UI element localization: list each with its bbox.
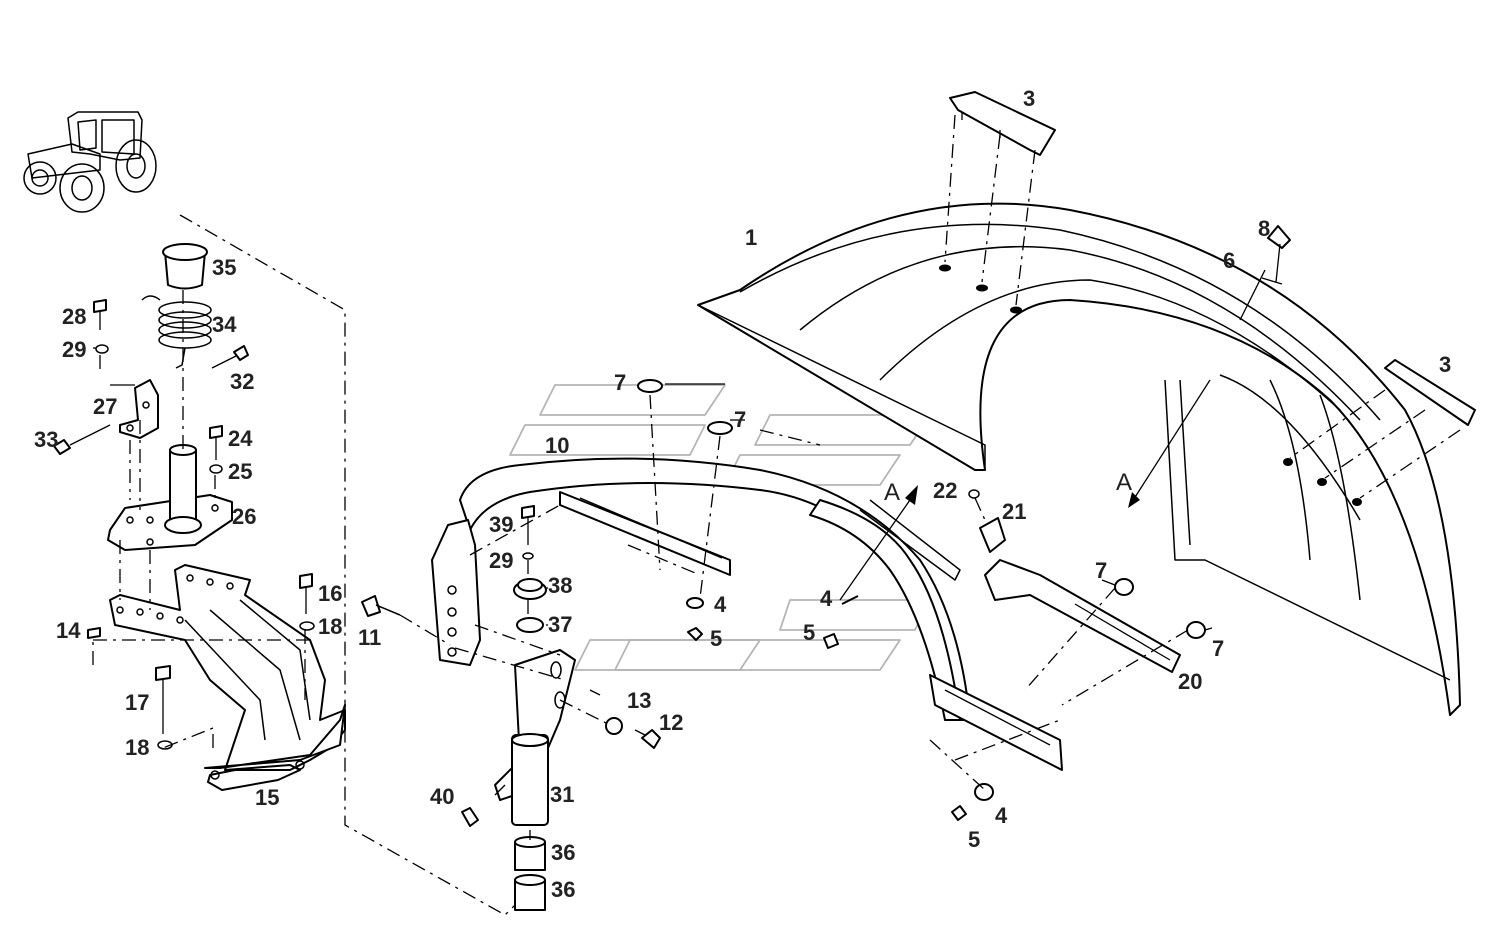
pin-plate-26 — [107, 444, 233, 551]
bracket-20 — [968, 489, 1181, 673]
spring-34 — [141, 295, 212, 369]
front-fender — [459, 457, 1063, 771]
bolt-16 — [299, 573, 315, 631]
washer-7b — [707, 421, 733, 435]
callout-7b: 7 — [734, 407, 746, 432]
washer-4c — [974, 783, 994, 801]
callout-26: 26 — [232, 504, 256, 529]
callout-1: 1 — [745, 225, 757, 250]
bolt-8 — [1261, 225, 1291, 285]
bolt-11 — [361, 595, 401, 617]
fender-mount-plate — [431, 519, 481, 666]
callout-28: 28 — [62, 304, 86, 329]
callout-15: 15 — [255, 785, 279, 810]
bolt-28 — [93, 299, 109, 354]
nut-5b — [823, 633, 839, 649]
callout-24: 24 — [228, 426, 253, 451]
fender-clip-right — [1384, 359, 1476, 426]
nut-12 — [641, 729, 661, 749]
callout-22: 22 — [933, 478, 957, 503]
view-marker-a-front: A — [884, 479, 900, 506]
callout-37: 37 — [548, 612, 572, 637]
main-bracket-15 — [109, 564, 346, 791]
callout-11: 11 — [358, 625, 381, 650]
plug-14 — [87, 627, 101, 639]
pin-4b — [841, 595, 859, 605]
callout-36a: 36 — [551, 840, 575, 865]
callout-36b: 36 — [551, 877, 575, 902]
nut-5c — [951, 805, 967, 821]
callout-20: 20 — [1178, 669, 1202, 694]
callout-17: 17 — [125, 690, 149, 715]
callout-27: 27 — [93, 394, 117, 419]
callout-5c: 5 — [968, 827, 980, 852]
tractor-thumbnail-icon — [23, 111, 157, 213]
callout-6: 6 — [1223, 248, 1235, 273]
callout-14: 14 — [56, 618, 81, 643]
rear-fender — [697, 202, 1461, 716]
callout-4b: 4 — [820, 586, 833, 611]
callout-18a: 18 — [318, 614, 342, 639]
watermark-logo — [509, 384, 931, 671]
callout-8: 8 — [1258, 216, 1270, 241]
callout-31: 31 — [550, 782, 574, 807]
callout-labels: 1 3 3 8 6 7 7 10 22 21 7 7 20 39 29 38 3… — [34, 86, 1451, 902]
callout-39: 39 — [489, 512, 513, 537]
callout-29b: 29 — [489, 548, 513, 573]
callout-21: 21 — [1002, 499, 1026, 524]
callout-7a: 7 — [614, 370, 626, 395]
callout-38: 38 — [548, 573, 572, 598]
washer-7c — [1114, 578, 1134, 596]
nut-33 — [53, 439, 71, 455]
callout-5a: 5 — [710, 626, 722, 651]
callout-4c: 4 — [995, 803, 1008, 828]
callout-33: 33 — [34, 427, 58, 452]
washer-13 — [605, 717, 623, 735]
fender-clip-top — [949, 91, 1056, 156]
callout-12: 12 — [659, 710, 683, 735]
assembly-lines — [92, 114, 1461, 916]
nut-5a — [687, 627, 703, 641]
washer-4a — [686, 597, 704, 609]
bolt-32 — [211, 345, 249, 369]
callout-35: 35 — [212, 255, 236, 280]
bolt-17 — [155, 665, 173, 750]
callout-32: 32 — [230, 369, 254, 394]
callout-7c: 7 — [1095, 558, 1107, 583]
callout-3-right: 3 — [1439, 352, 1451, 377]
washer-7a — [637, 379, 663, 393]
leader-lines — [69, 269, 1266, 796]
washer-7d — [1186, 621, 1206, 639]
callout-40: 40 — [430, 784, 454, 809]
callout-29a: 29 — [62, 337, 86, 362]
callout-4a: 4 — [714, 592, 727, 617]
callout-10: 10 — [545, 433, 569, 458]
cup-35 — [162, 243, 208, 290]
angle-bracket-27 — [119, 379, 159, 439]
support-arm — [461, 649, 576, 911]
callout-7d: 7 — [1212, 636, 1224, 661]
callout-3-top: 3 — [1023, 86, 1035, 111]
callout-34: 34 — [212, 312, 237, 337]
pivot-hardware — [513, 505, 547, 633]
callout-13: 13 — [627, 688, 651, 713]
view-marker-a-rear: A — [1116, 469, 1132, 496]
callout-16: 16 — [318, 581, 342, 606]
callout-18b: 18 — [125, 735, 149, 760]
bolt-24 — [209, 425, 223, 474]
callout-25: 25 — [228, 459, 252, 484]
callout-5b: 5 — [803, 620, 815, 645]
